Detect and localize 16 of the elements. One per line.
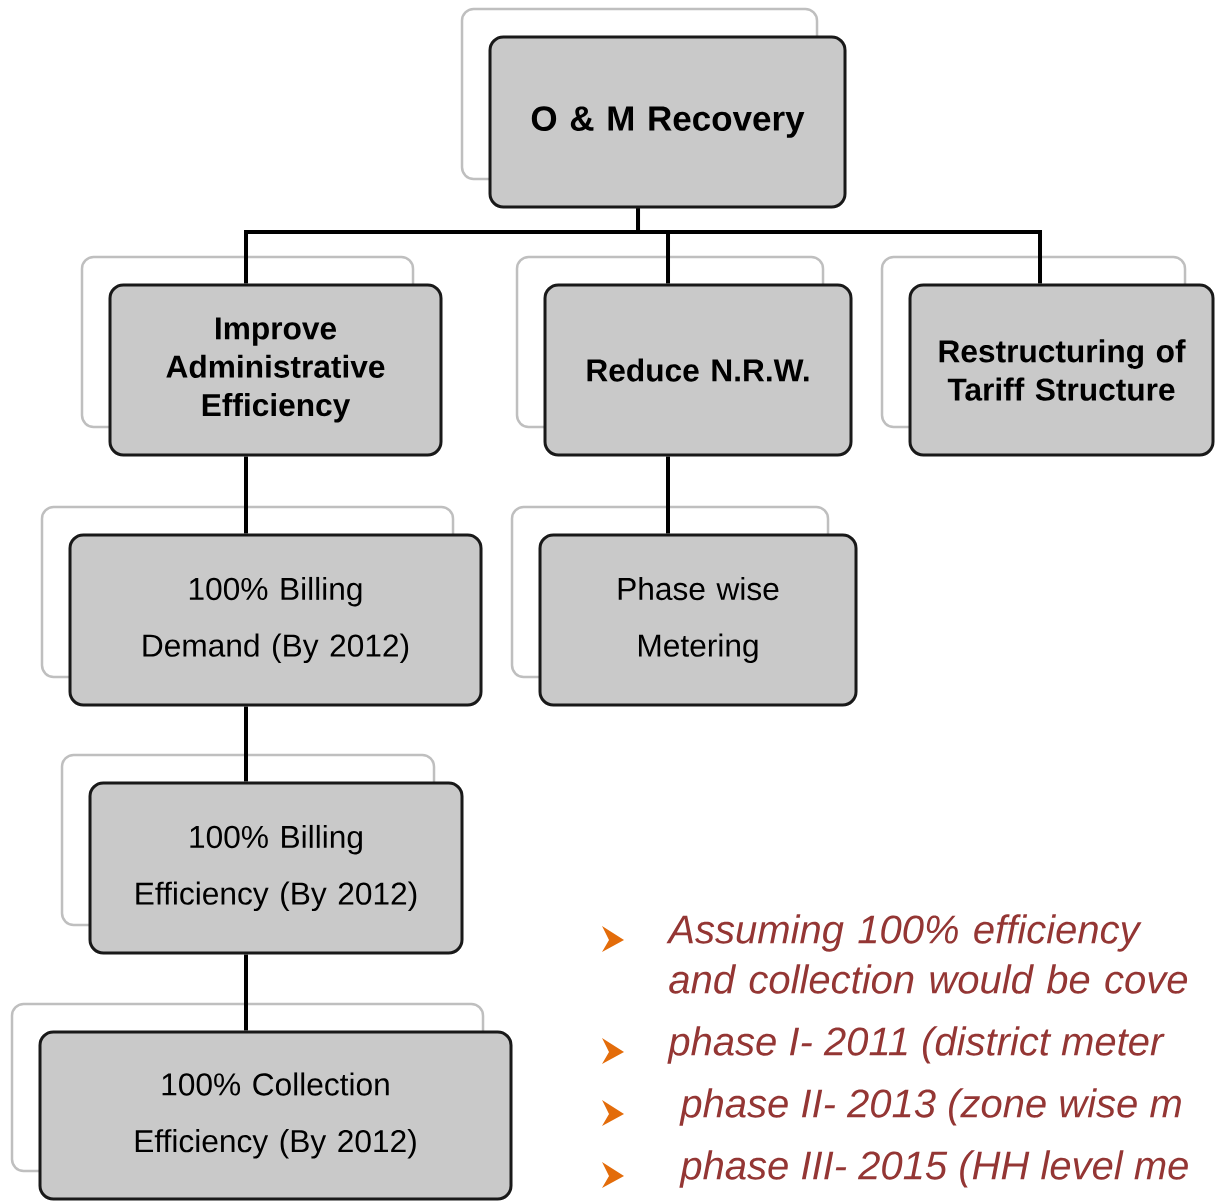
process-box: Reduce N.R.W. xyxy=(515,255,853,457)
process-box: Improve Administrative Efficiency xyxy=(80,255,443,457)
connector-line xyxy=(244,706,248,782)
connector-line xyxy=(244,456,248,534)
bullet-text: phase II- 2013 (zone wise m xyxy=(679,1088,1181,1126)
process-box: O & M Recovery xyxy=(460,7,847,209)
connector-line xyxy=(636,208,1042,284)
process-box: 100% Collection Efficiency (By 2012) xyxy=(10,1002,513,1201)
process-box: Phase wise Metering xyxy=(510,505,858,707)
process-box: Restructuring of Tariff Structure xyxy=(880,255,1215,457)
connector-line xyxy=(244,954,248,1031)
bullet-text: phase III- 2015 (HH level me xyxy=(679,1150,1188,1188)
process-box: 100% Billing Efficiency (By 2012) xyxy=(60,753,464,955)
process-box: 100% Billing Demand (By 2012) xyxy=(40,505,483,707)
connector-line xyxy=(666,456,670,534)
bullet-text: phase I- 2011 (district meter xyxy=(667,1026,1165,1064)
